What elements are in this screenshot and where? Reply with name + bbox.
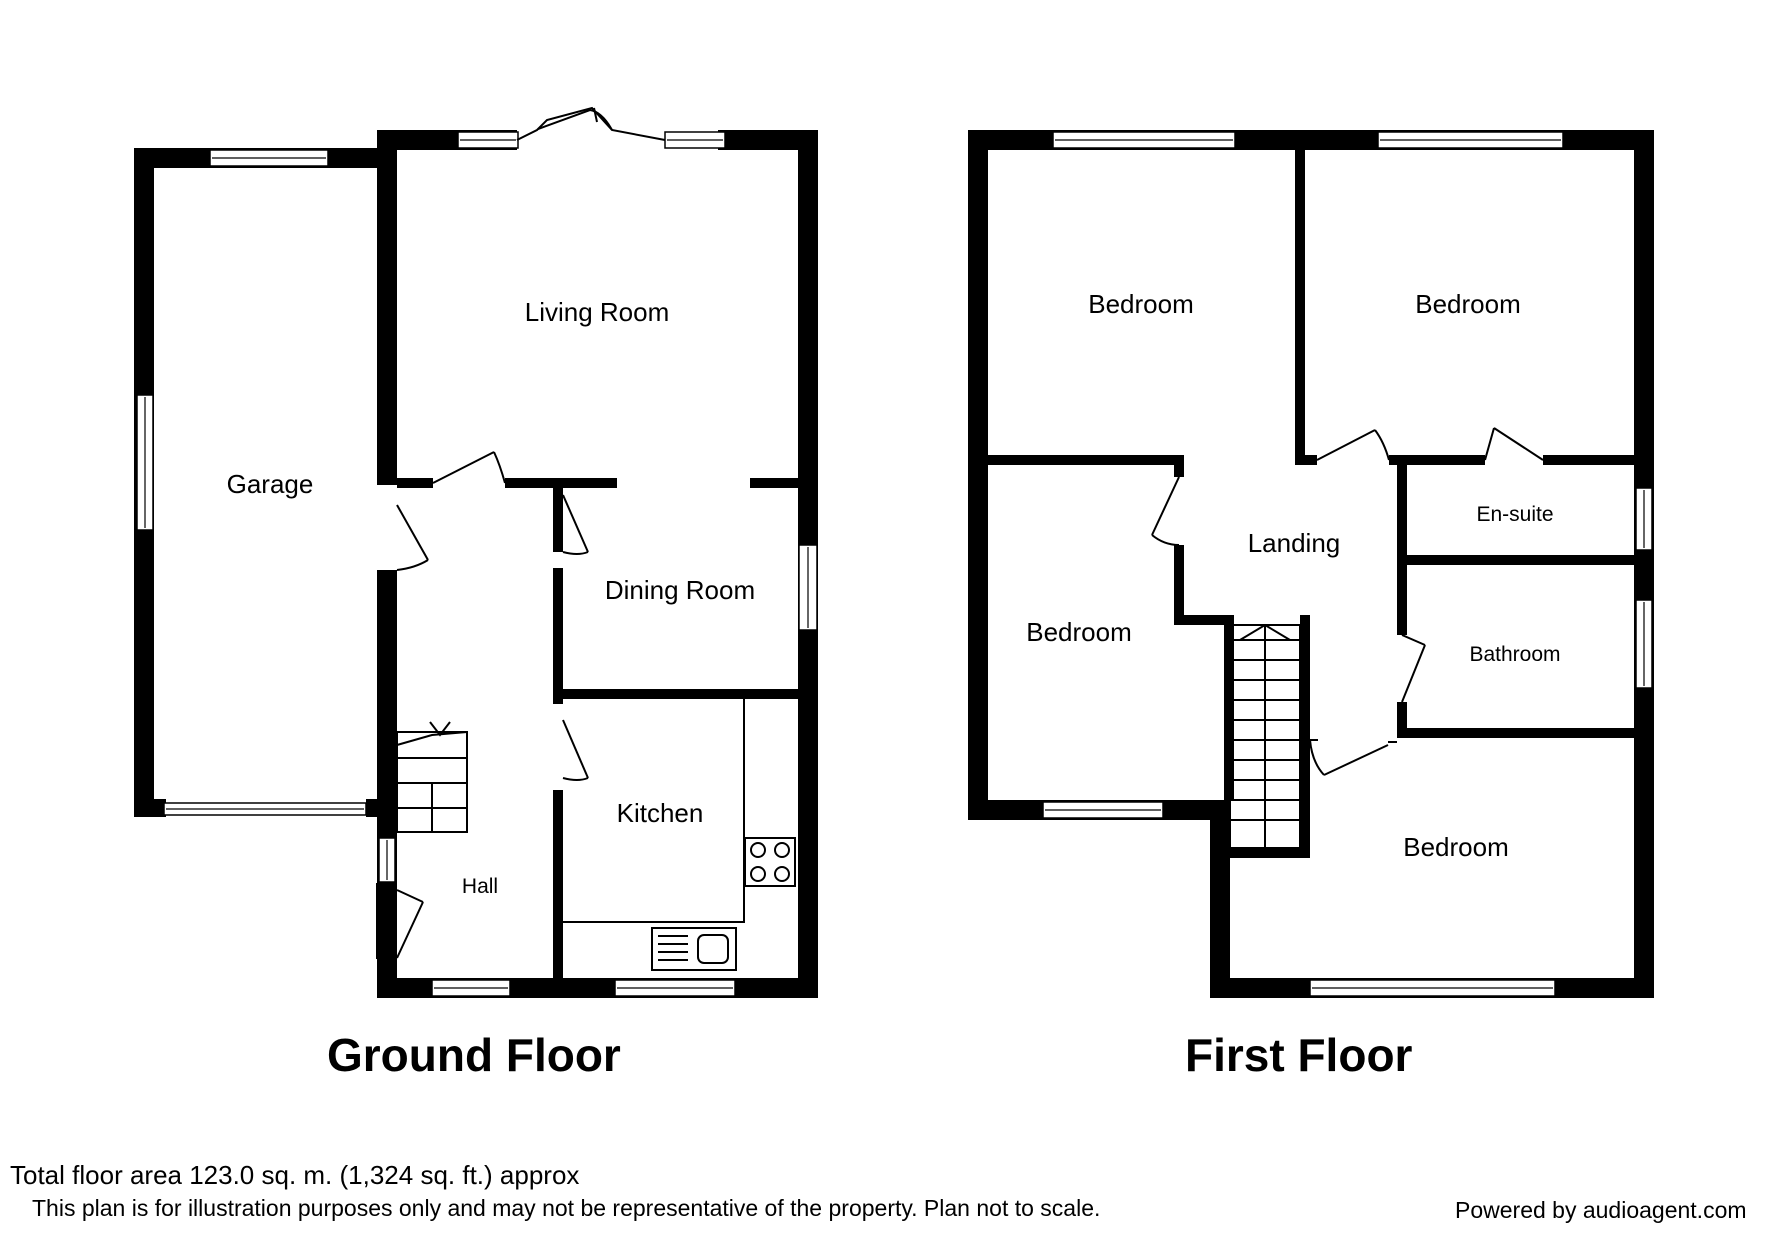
first-floor-doors: [1151, 427, 1544, 776]
bedroom-2-label: Bedroom: [1415, 289, 1521, 319]
bedroom-4-label: Bedroom: [1403, 832, 1509, 862]
living-room-label: Living Room: [525, 297, 670, 327]
first-floor-title: First Floor: [1185, 1029, 1413, 1081]
bedroom-3-label: Bedroom: [1026, 617, 1132, 647]
disclaimer: This plan is for illustration purposes o…: [32, 1195, 1101, 1221]
bedroom-1-label: Bedroom: [1088, 289, 1194, 319]
powered-by: Powered by audioagent.com: [1455, 1197, 1747, 1223]
bathroom-label: Bathroom: [1469, 643, 1560, 666]
landing-label: Landing: [1248, 528, 1341, 558]
first-floor-stairs: [1229, 623, 1301, 849]
garage-label: Garage: [227, 469, 314, 499]
hall-label: Hall: [462, 875, 498, 898]
ground-floor-interior-walls: [397, 478, 798, 978]
ground-floor-plan: Garage Living Room Dining Room Kitchen H…: [134, 106, 818, 998]
ground-floor-stairs: [396, 721, 468, 833]
first-floor-plan: Bedroom Bedroom Bedroom Bedroom Landing …: [968, 130, 1654, 998]
dining-room-label: Dining Room: [605, 575, 755, 605]
en-suite-label: En-suite: [1476, 503, 1553, 526]
ground-floor-windows: [136, 131, 818, 997]
ground-floor-doors: [376, 106, 666, 959]
kitchen-fittings: [563, 699, 796, 971]
kitchen-label: Kitchen: [617, 798, 704, 828]
first-floor-windows: [1042, 131, 1653, 997]
ground-floor-outer-walls: [377, 130, 818, 998]
total-floor-area: Total floor area 123.0 sq. m. (1,324 sq.…: [10, 1160, 580, 1190]
ground-floor-title: Ground Floor: [327, 1029, 621, 1081]
